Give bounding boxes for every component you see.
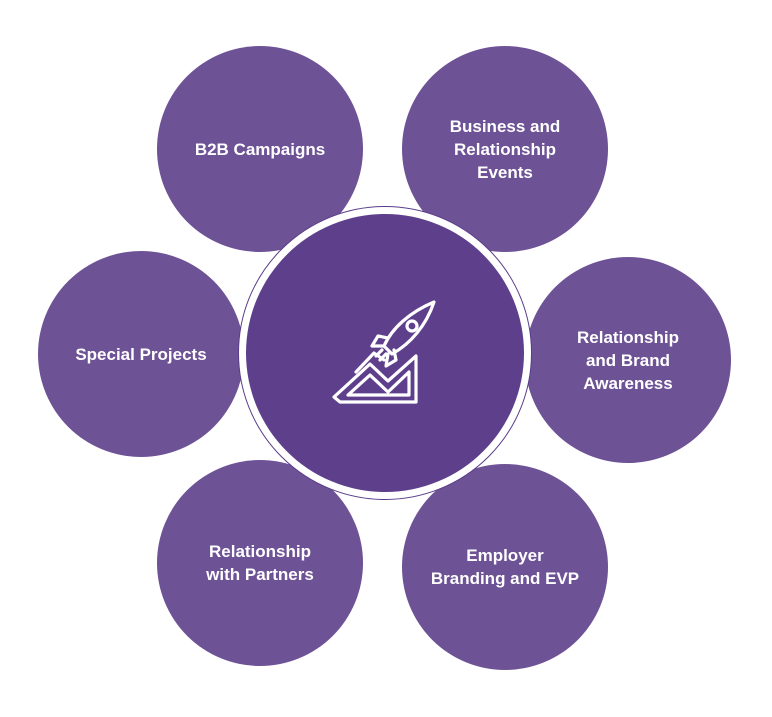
petal-label: B2B Campaigns: [194, 139, 326, 159]
growth-chart-inner: [346, 370, 411, 397]
petal-special-projects: Special Projects: [38, 251, 244, 457]
petal-label: Relationship and Brand Awareness: [576, 327, 679, 393]
rocket-fin-right: [384, 348, 398, 368]
rocket-fin-left: [370, 334, 390, 348]
petal-label: Relationship with Partners: [206, 542, 314, 584]
petal-b2b-campaigns: B2B Campaigns: [157, 46, 363, 252]
rocket-exhaust: [374, 348, 388, 362]
growth-chart-shape: [332, 354, 418, 404]
rocket-growth-chart-icon: [332, 300, 436, 404]
petal-label: Business and Relationship Events: [449, 116, 561, 182]
petal-label: Employer Branding and EVP: [430, 546, 580, 588]
petal-relationship-brand-awareness: Relationship and Brand Awareness: [525, 257, 731, 463]
rocket-body: [382, 300, 436, 356]
petal-employer-branding-evp: Employer Branding and EVP: [402, 464, 608, 670]
rocket-window: [405, 319, 419, 333]
petal-label: Special Projects: [75, 344, 207, 364]
petal-relationship-with-partners: Relationship with Partners: [157, 460, 363, 666]
petal-business-relationship-events: Business and Relationship Events: [402, 46, 608, 252]
